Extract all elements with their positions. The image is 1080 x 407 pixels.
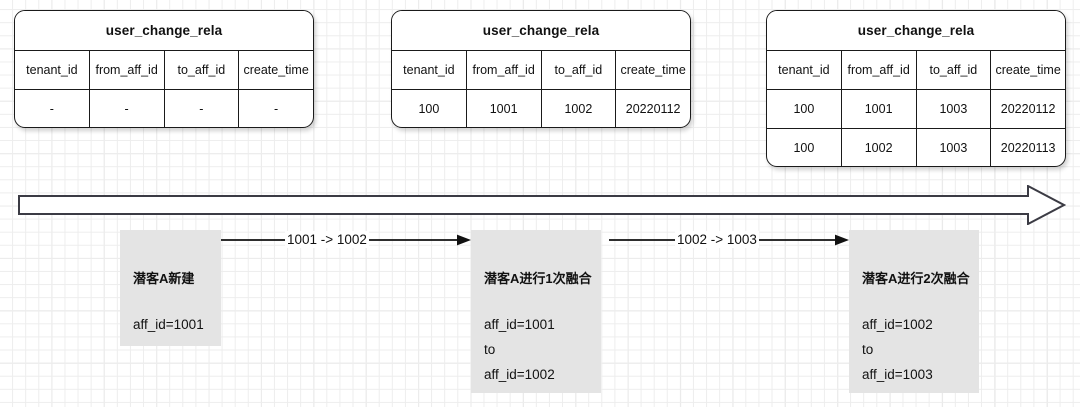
connector-label: 1002 -> 1003 [675,231,759,248]
cell-tenant-id: 100 [418,102,440,116]
step-line: to [862,342,874,357]
column-header-to-aff-id: to_aff_id [163,51,239,89]
step-box-2: 潜客A进行1次融合 aff_id=1001 to aff_id=1002 [471,230,601,393]
table-title: user_change_rela [392,11,690,50]
table-card-3: user_change_rela tenant_id from_aff_id t… [766,10,1066,167]
step-body: aff_id=1001 [133,312,204,337]
cell-create-time: 20220112 [615,90,690,127]
column-header-from-aff-id: from_aff_id [465,51,541,89]
step-box-3: 潜客A进行2次融合 aff_id=1002 to aff_id=1003 [849,230,979,393]
step-line: aff_id=1001 [484,317,555,332]
step-title: 潜客A新建 [133,271,195,286]
cell-to-aff-id: 1002 [540,90,616,127]
cell-tenant-id: 100 [793,141,815,155]
cell-from-aff-id: 1001 [840,90,916,128]
table-header-row: tenant_id from_aff_id to_aff_id create_t… [392,50,690,89]
column-header-create-time: create_time [238,51,313,89]
step-line: aff_id=1003 [862,367,933,382]
step-title: 潜客A进行1次融合 [484,271,592,286]
table-row: - - - - [15,89,313,127]
column-header-tenant-id: tenant_id [778,63,830,77]
step-line: aff_id=1002 [484,367,555,382]
cell-to-aff-id: 1003 [915,90,991,128]
cell-to-aff-id: 1003 [915,129,991,166]
column-header-from-aff-id: from_aff_id [840,51,916,89]
column-header-create-time: create_time [615,51,690,89]
table-title: user_change_rela [767,11,1065,50]
connector-2: 1002 -> 1003 [601,231,849,254]
column-header-tenant-id: tenant_id [403,63,455,77]
table-row: 100 1001 1002 20220112 [392,89,690,127]
column-header-to-aff-id: to_aff_id [540,51,616,89]
cell-tenant-id: - [49,102,54,116]
table-card-1: user_change_rela tenant_id from_aff_id t… [14,10,314,128]
connector-label: 1001 -> 1002 [285,231,369,248]
cell-create-time: 20220113 [990,129,1065,166]
step-body: aff_id=1001 to aff_id=1002 [484,312,555,387]
table-title: user_change_rela [15,11,313,50]
table-row: 100 1002 1003 20220113 [767,128,1065,166]
table-card-2: user_change_rela tenant_id from_aff_id t… [391,10,691,128]
connector-1: 1001 -> 1002 [221,231,471,254]
cell-create-time: - [238,90,313,127]
cell-from-aff-id: 1002 [840,129,916,166]
step-body: aff_id=1002 to aff_id=1003 [862,312,933,387]
step-box-1: 潜客A新建 aff_id=1001 [120,230,221,346]
table-header-row: tenant_id from_aff_id to_aff_id create_t… [767,50,1065,89]
column-header-to-aff-id: to_aff_id [915,51,991,89]
step-line: aff_id=1002 [862,317,933,332]
column-header-from-aff-id: from_aff_id [88,51,164,89]
step-line: aff_id=1001 [133,317,204,332]
cell-from-aff-id: 1001 [465,90,541,127]
cell-tenant-id: 100 [793,102,815,116]
table-header-row: tenant_id from_aff_id to_aff_id create_t… [15,50,313,89]
timeline-arrow [18,184,1067,226]
table-row: 100 1001 1003 20220112 [767,89,1065,128]
timeline-arrow-shape [18,184,1067,226]
cell-from-aff-id: - [88,90,164,127]
column-header-create-time: create_time [990,51,1065,89]
step-title: 潜客A进行2次融合 [862,271,970,286]
step-line: to [484,342,496,357]
column-header-tenant-id: tenant_id [26,63,78,77]
cell-create-time: 20220112 [990,90,1065,128]
cell-to-aff-id: - [163,90,239,127]
